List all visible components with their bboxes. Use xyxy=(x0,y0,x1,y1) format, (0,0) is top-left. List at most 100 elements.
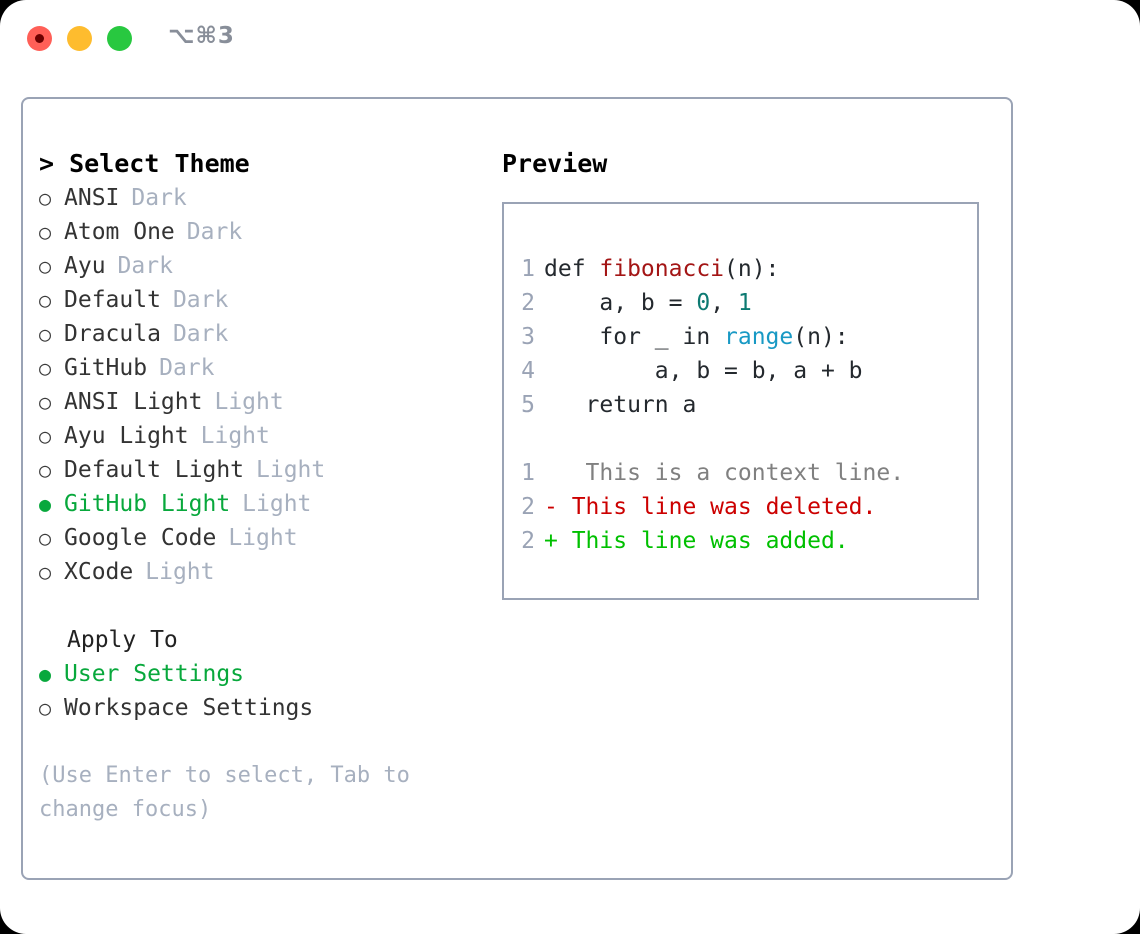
code-line-text: a, b = b, a + b xyxy=(544,354,863,388)
theme-option-default[interactable]: ○ Default Dark xyxy=(39,283,499,317)
apply-to-option-label: Workspace Settings xyxy=(64,695,314,721)
radio-unselected-icon: ○ xyxy=(39,390,52,414)
close-button[interactable] xyxy=(27,26,52,51)
radio-unselected-icon: ○ xyxy=(39,560,52,584)
theme-option-label: ANSI xyxy=(64,185,120,211)
code-token-fn: fibonacci xyxy=(599,256,725,282)
theme-option-label: Ayu Light xyxy=(64,423,189,449)
select-theme-header: > Select Theme xyxy=(39,149,250,178)
diff-marker: - xyxy=(544,494,558,520)
minimize-button[interactable] xyxy=(67,26,92,51)
code-line: 4 a, b = b, a + b xyxy=(504,354,977,388)
code-line: 3 for _ in range(n): xyxy=(504,320,977,354)
line-number: 1 xyxy=(521,460,535,486)
code-token-plain: (n): xyxy=(724,256,780,282)
diff-marker: + xyxy=(544,528,558,554)
theme-option-dracula[interactable]: ○ Dracula Dark xyxy=(39,317,499,351)
code-line: 1 def fibonacci(n): xyxy=(504,252,977,286)
code-token-plain: , xyxy=(710,290,738,316)
diff-line: 2- This line was deleted. xyxy=(504,490,977,524)
theme-variant-tag: Light xyxy=(256,457,326,483)
apply-to-option-workspace-settings[interactable]: ○ Workspace Settings xyxy=(39,691,499,725)
radio-selected-icon: ● xyxy=(39,662,52,686)
apply-to-header: Apply To xyxy=(67,627,178,653)
radio-unselected-icon: ○ xyxy=(39,424,52,448)
code-token-call: range xyxy=(724,324,794,350)
radio-unselected-icon: ○ xyxy=(39,356,52,380)
apply-to-list[interactable]: ●User Settings ○ Workspace Settings xyxy=(39,657,499,725)
theme-option-label: Ayu xyxy=(64,253,106,279)
theme-option-label: Dracula xyxy=(64,321,161,347)
line-number: 5 xyxy=(521,392,535,418)
theme-option-label: GitHub Light xyxy=(64,491,231,517)
spacer xyxy=(504,422,977,456)
radio-unselected-icon: ○ xyxy=(39,288,52,312)
theme-variant-tag: Dark xyxy=(172,287,229,313)
line-number: 2 xyxy=(521,494,535,520)
radio-unselected-icon: ○ xyxy=(39,526,52,550)
theme-option-label: Atom One xyxy=(64,219,175,245)
theme-variant-tag: Dark xyxy=(172,321,229,347)
theme-option-label: ANSI Light xyxy=(64,389,203,415)
line-number: 3 xyxy=(521,324,535,350)
theme-variant-tag: Light xyxy=(242,491,312,517)
apply-to-option-user-settings[interactable]: ●User Settings xyxy=(39,657,499,691)
code-token-plain: def xyxy=(544,256,600,282)
maximize-button[interactable] xyxy=(107,26,132,51)
code-token-plain: for _ in xyxy=(544,324,725,350)
code-token-plain: a, b = b, a + b xyxy=(544,358,863,384)
radio-unselected-icon: ○ xyxy=(39,696,52,720)
radio-unselected-icon: ○ xyxy=(39,458,52,482)
line-number: 1 xyxy=(521,256,535,282)
code-line: 2 a, b = 0, 1 xyxy=(504,286,977,320)
theme-option-atom-one[interactable]: ○ Atom One Dark xyxy=(39,215,499,249)
code-line-text: a, b = 0, 1 xyxy=(544,286,751,320)
theme-option-default-light[interactable]: ○ Default Light Light xyxy=(39,453,499,487)
theme-option-github-light[interactable]: ● GitHub Light Light xyxy=(39,487,499,521)
theme-option-label: Default Light xyxy=(64,457,245,483)
theme-option-ayu[interactable]: ○ Ayu Dark xyxy=(39,249,499,283)
code-token-plain: return a xyxy=(544,392,697,418)
diff-marker xyxy=(544,456,558,490)
window-controls xyxy=(27,26,132,51)
code-token-plain: (n): xyxy=(793,324,849,350)
title-bar: ⌥⌘3 xyxy=(0,0,1140,76)
theme-variant-tag: Dark xyxy=(117,253,173,279)
theme-variant-tag: Light xyxy=(228,525,298,551)
theme-variant-tag: Dark xyxy=(159,355,215,381)
code-line: 5 return a xyxy=(504,388,977,422)
line-number: 2 xyxy=(521,528,535,554)
radio-selected-icon: ● xyxy=(39,492,52,516)
preview-title: Preview xyxy=(502,149,608,178)
radio-unselected-icon: ○ xyxy=(39,186,52,210)
theme-option-label: Default xyxy=(64,287,161,313)
line-number: 4 xyxy=(521,358,535,384)
keyboard-shortcut-label: ⌥⌘3 xyxy=(168,23,235,49)
line-number: 2 xyxy=(521,290,535,316)
code-token-num: 0 xyxy=(696,290,711,316)
theme-option-ayu-light[interactable]: ○ Ayu Light Light xyxy=(39,419,499,453)
diff-line-text: This line was added. xyxy=(557,528,849,554)
diff-sample: 1 This is a context line.2- This line wa… xyxy=(504,456,977,558)
diff-line-text: This line was deleted. xyxy=(557,494,877,520)
theme-variant-tag: Light xyxy=(200,423,270,449)
theme-option-label: XCode xyxy=(64,559,134,585)
radio-unselected-icon: ○ xyxy=(39,220,52,244)
radio-unselected-icon: ○ xyxy=(39,254,52,278)
code-token-plain: a, b = xyxy=(544,290,697,316)
code-line-text: for _ in range(n): xyxy=(544,320,849,354)
radio-unselected-icon: ○ xyxy=(39,322,52,346)
theme-variant-tag: Dark xyxy=(186,219,243,245)
